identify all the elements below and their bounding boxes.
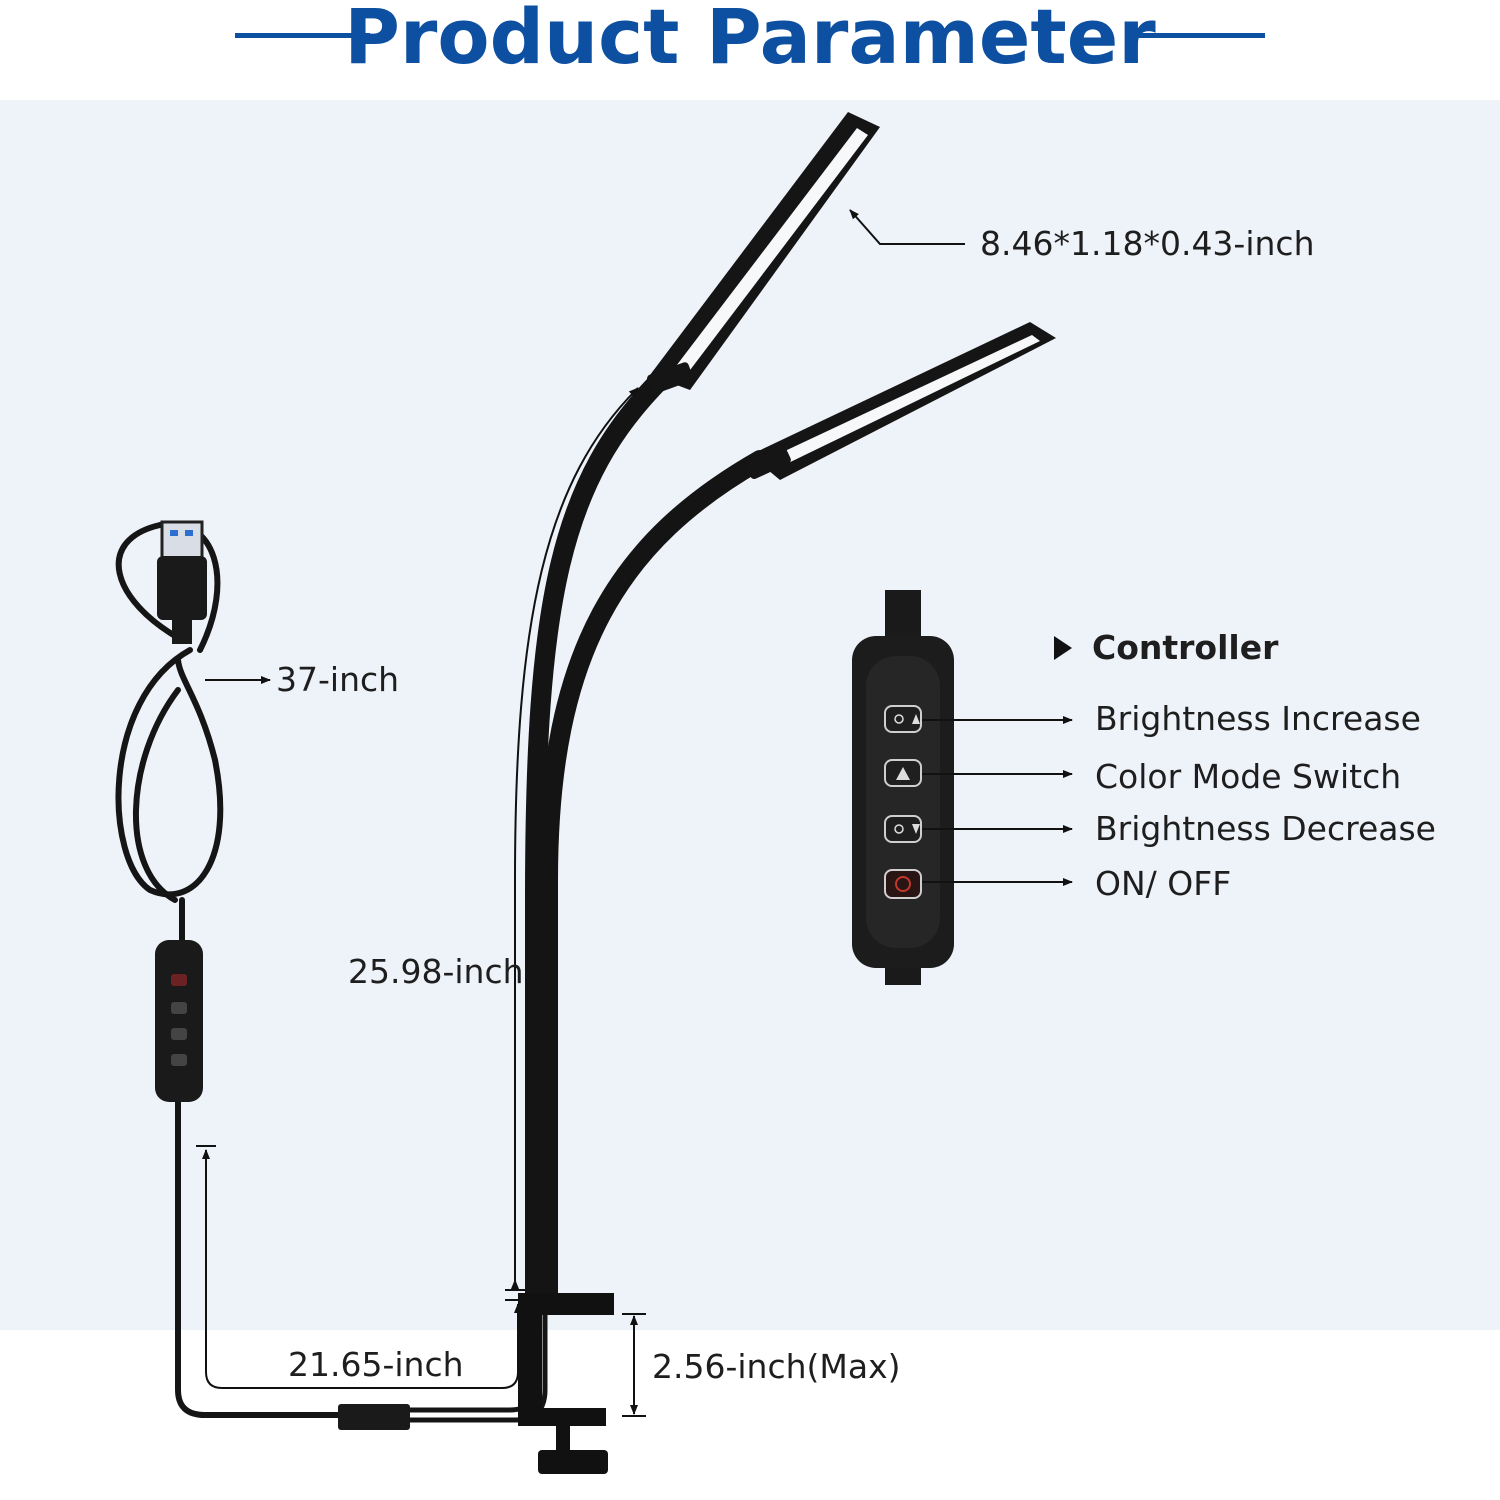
controller-pointer-lines (922, 716, 1073, 886)
on-off-label: ON/ OFF (1095, 864, 1232, 903)
gooseneck-height-label: 25.98-inch (348, 952, 524, 991)
brightness-decrease-label: Brightness Decrease (1095, 809, 1436, 848)
usb-cable (115, 520, 343, 1418)
clamp-opening-label: 2.56-inch(Max) (652, 1347, 901, 1386)
cable-length-label: 37-inch (276, 660, 400, 699)
head-size-label: 8.46*1.18*0.43-inch (980, 224, 1315, 263)
lamp-head-lower (745, 322, 1056, 480)
power-icon (884, 869, 922, 899)
title-line-right (1130, 33, 1265, 38)
brightness-up-icon (884, 705, 922, 733)
controller-unit (852, 590, 954, 985)
gooseneck-arms (525, 368, 770, 1310)
inline-controller (155, 940, 203, 1102)
controller-heading: Controller (1092, 628, 1279, 667)
color-mode-icon (884, 759, 922, 787)
brightness-down-icon (884, 815, 922, 843)
page-title: Product Parameter (344, 0, 1156, 81)
usb-plug-icon (157, 520, 207, 644)
triangle-bullet-icon (1054, 636, 1072, 660)
cable-connector (338, 1404, 410, 1430)
header: Product Parameter (0, 0, 1500, 100)
color-mode-switch-label: Color Mode Switch (1095, 757, 1402, 796)
dimension-lines (196, 209, 965, 1417)
desk-clamp (518, 1293, 614, 1474)
title-line-left (235, 33, 370, 38)
base-length-label: 21.65-inch (288, 1345, 464, 1384)
lamp-head-upper (647, 112, 880, 394)
brightness-increase-label: Brightness Increase (1095, 699, 1421, 738)
